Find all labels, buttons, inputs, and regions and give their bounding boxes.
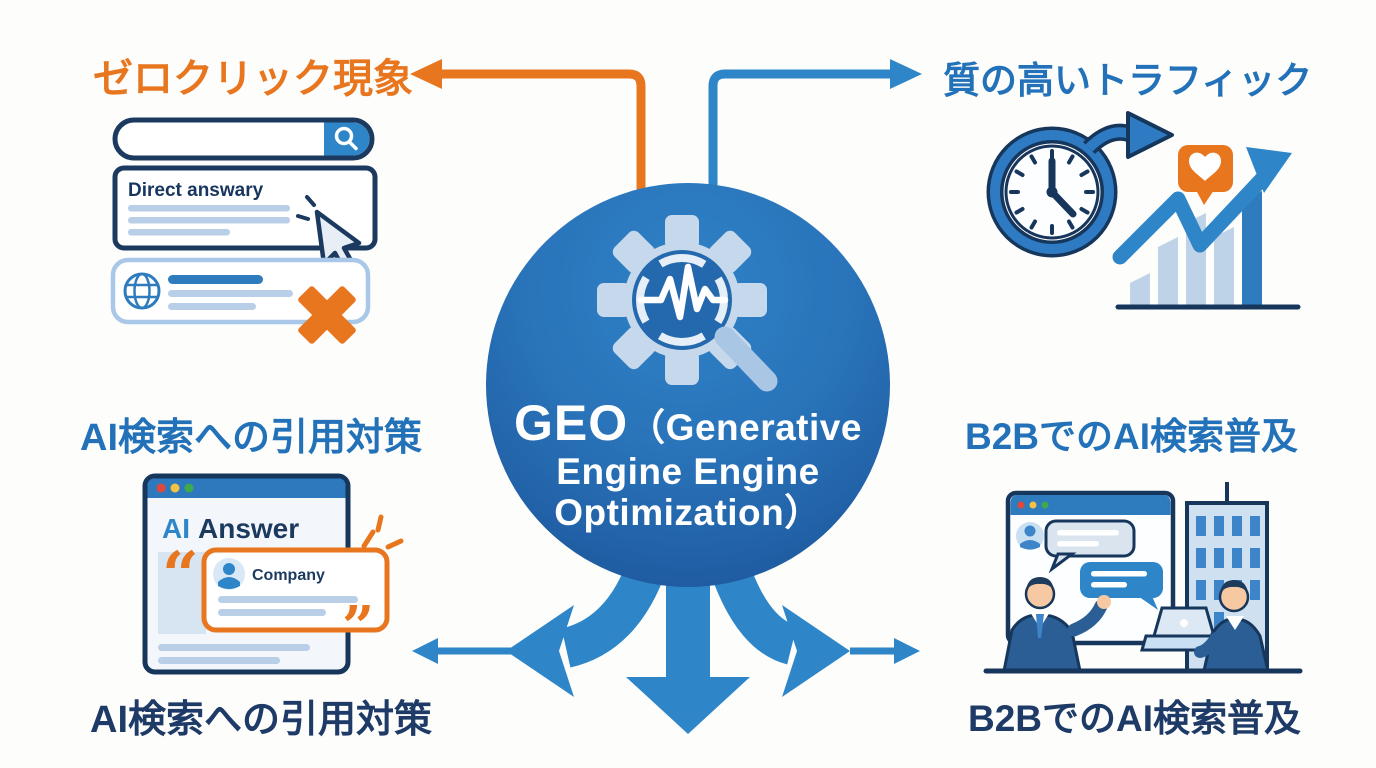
chat-avatar-icon bbox=[1016, 522, 1044, 550]
growth-chart-icon bbox=[1112, 147, 1301, 310]
b2b-illustration bbox=[983, 482, 1303, 674]
rising-arrowhead-icon bbox=[1246, 147, 1292, 193]
geo-center-node: GEO（Generative Engine Engine Optimizatio… bbox=[486, 183, 890, 587]
businessman-right bbox=[1194, 580, 1270, 673]
search-bar bbox=[112, 117, 375, 161]
ai-answer-illustration: AI Answer “ Company ” bbox=[142, 473, 404, 675]
label-ai-citation-lower: AI検索への引用対策 bbox=[90, 699, 433, 741]
sparkle-marks-icon bbox=[361, 514, 404, 550]
content-block bbox=[158, 552, 206, 634]
blocked-x-icon bbox=[298, 286, 356, 344]
left-big-arrowhead-icon bbox=[506, 605, 574, 697]
chat-bubble-blue bbox=[1080, 562, 1163, 610]
arrowhead-right-icon bbox=[890, 59, 922, 89]
label-zero-click: ゼロクリック現象 bbox=[93, 57, 413, 101]
businessman-left bbox=[1002, 577, 1111, 673]
result-text-lines bbox=[168, 290, 293, 310]
card-text-lines bbox=[218, 596, 358, 616]
gear-magnifier-icon bbox=[597, 215, 778, 392]
citation-card: Company bbox=[201, 547, 390, 633]
answer-heading-part: Answer bbox=[198, 513, 299, 544]
down-arrowhead-icon bbox=[626, 677, 750, 734]
direct-answer-label: Direct answary bbox=[128, 180, 264, 201]
clock-refresh-icon bbox=[986, 111, 1174, 258]
geo-acronym: GEO bbox=[514, 395, 629, 451]
company-label: Company bbox=[252, 567, 325, 584]
ai-answer-heading: AI Answer bbox=[162, 513, 299, 544]
right-big-arrowhead-icon bbox=[782, 605, 850, 697]
browser-dots-icon bbox=[156, 483, 194, 493]
answer-text-lines bbox=[128, 205, 290, 236]
company-avatar-icon bbox=[213, 558, 245, 590]
right-small-arrowhead-icon bbox=[894, 638, 920, 664]
quality-traffic-illustration bbox=[986, 111, 1301, 310]
arrow-to-quality-traffic bbox=[708, 59, 922, 210]
label-b2b-upper: B2BでのAI検索普及 bbox=[965, 416, 1299, 457]
result-title-line bbox=[168, 275, 263, 284]
label-b2b-lower: B2BでのAI検索普及 bbox=[968, 698, 1302, 739]
geo-line1-rest: （Generative bbox=[628, 407, 862, 448]
ai-heading-part: AI bbox=[162, 513, 190, 544]
geo-line3: Optimization） bbox=[554, 492, 822, 534]
geo-title: GEO（Generative Engine Engine Optimizatio… bbox=[486, 395, 890, 534]
geo-line2: Engine Engine bbox=[556, 451, 820, 492]
open-quote-icon: “ bbox=[162, 538, 199, 613]
pulse-waveform-icon bbox=[637, 263, 729, 321]
direct-answer-box: Direct answary bbox=[112, 165, 378, 251]
browser-titlebar bbox=[147, 478, 346, 498]
label-ai-citation-upper: AI検索への引用対策 bbox=[80, 417, 423, 459]
close-quote-icon: ” bbox=[342, 594, 374, 660]
like-badge-icon bbox=[1178, 145, 1233, 205]
chat-window-dots-icon bbox=[1017, 501, 1049, 509]
zero-click-illustration: Direct answary bbox=[110, 117, 378, 344]
left-small-arrowhead-icon bbox=[412, 638, 438, 664]
search-icon bbox=[334, 126, 358, 151]
arrowhead-left-icon bbox=[410, 59, 442, 89]
arrow-to-zero-click bbox=[410, 59, 646, 210]
label-quality-traffic: 質の高いトラフィック bbox=[943, 60, 1313, 101]
globe-icon bbox=[123, 272, 161, 310]
chat-bubble-light bbox=[1044, 519, 1136, 574]
clock-ticks bbox=[1009, 149, 1095, 235]
chat-titlebar bbox=[1010, 495, 1171, 515]
magnifier-handle-icon bbox=[714, 326, 778, 392]
refresh-arrowhead-icon bbox=[1126, 111, 1174, 159]
browser-bottom-lines bbox=[158, 644, 310, 664]
rising-arrow-line bbox=[1112, 171, 1270, 265]
